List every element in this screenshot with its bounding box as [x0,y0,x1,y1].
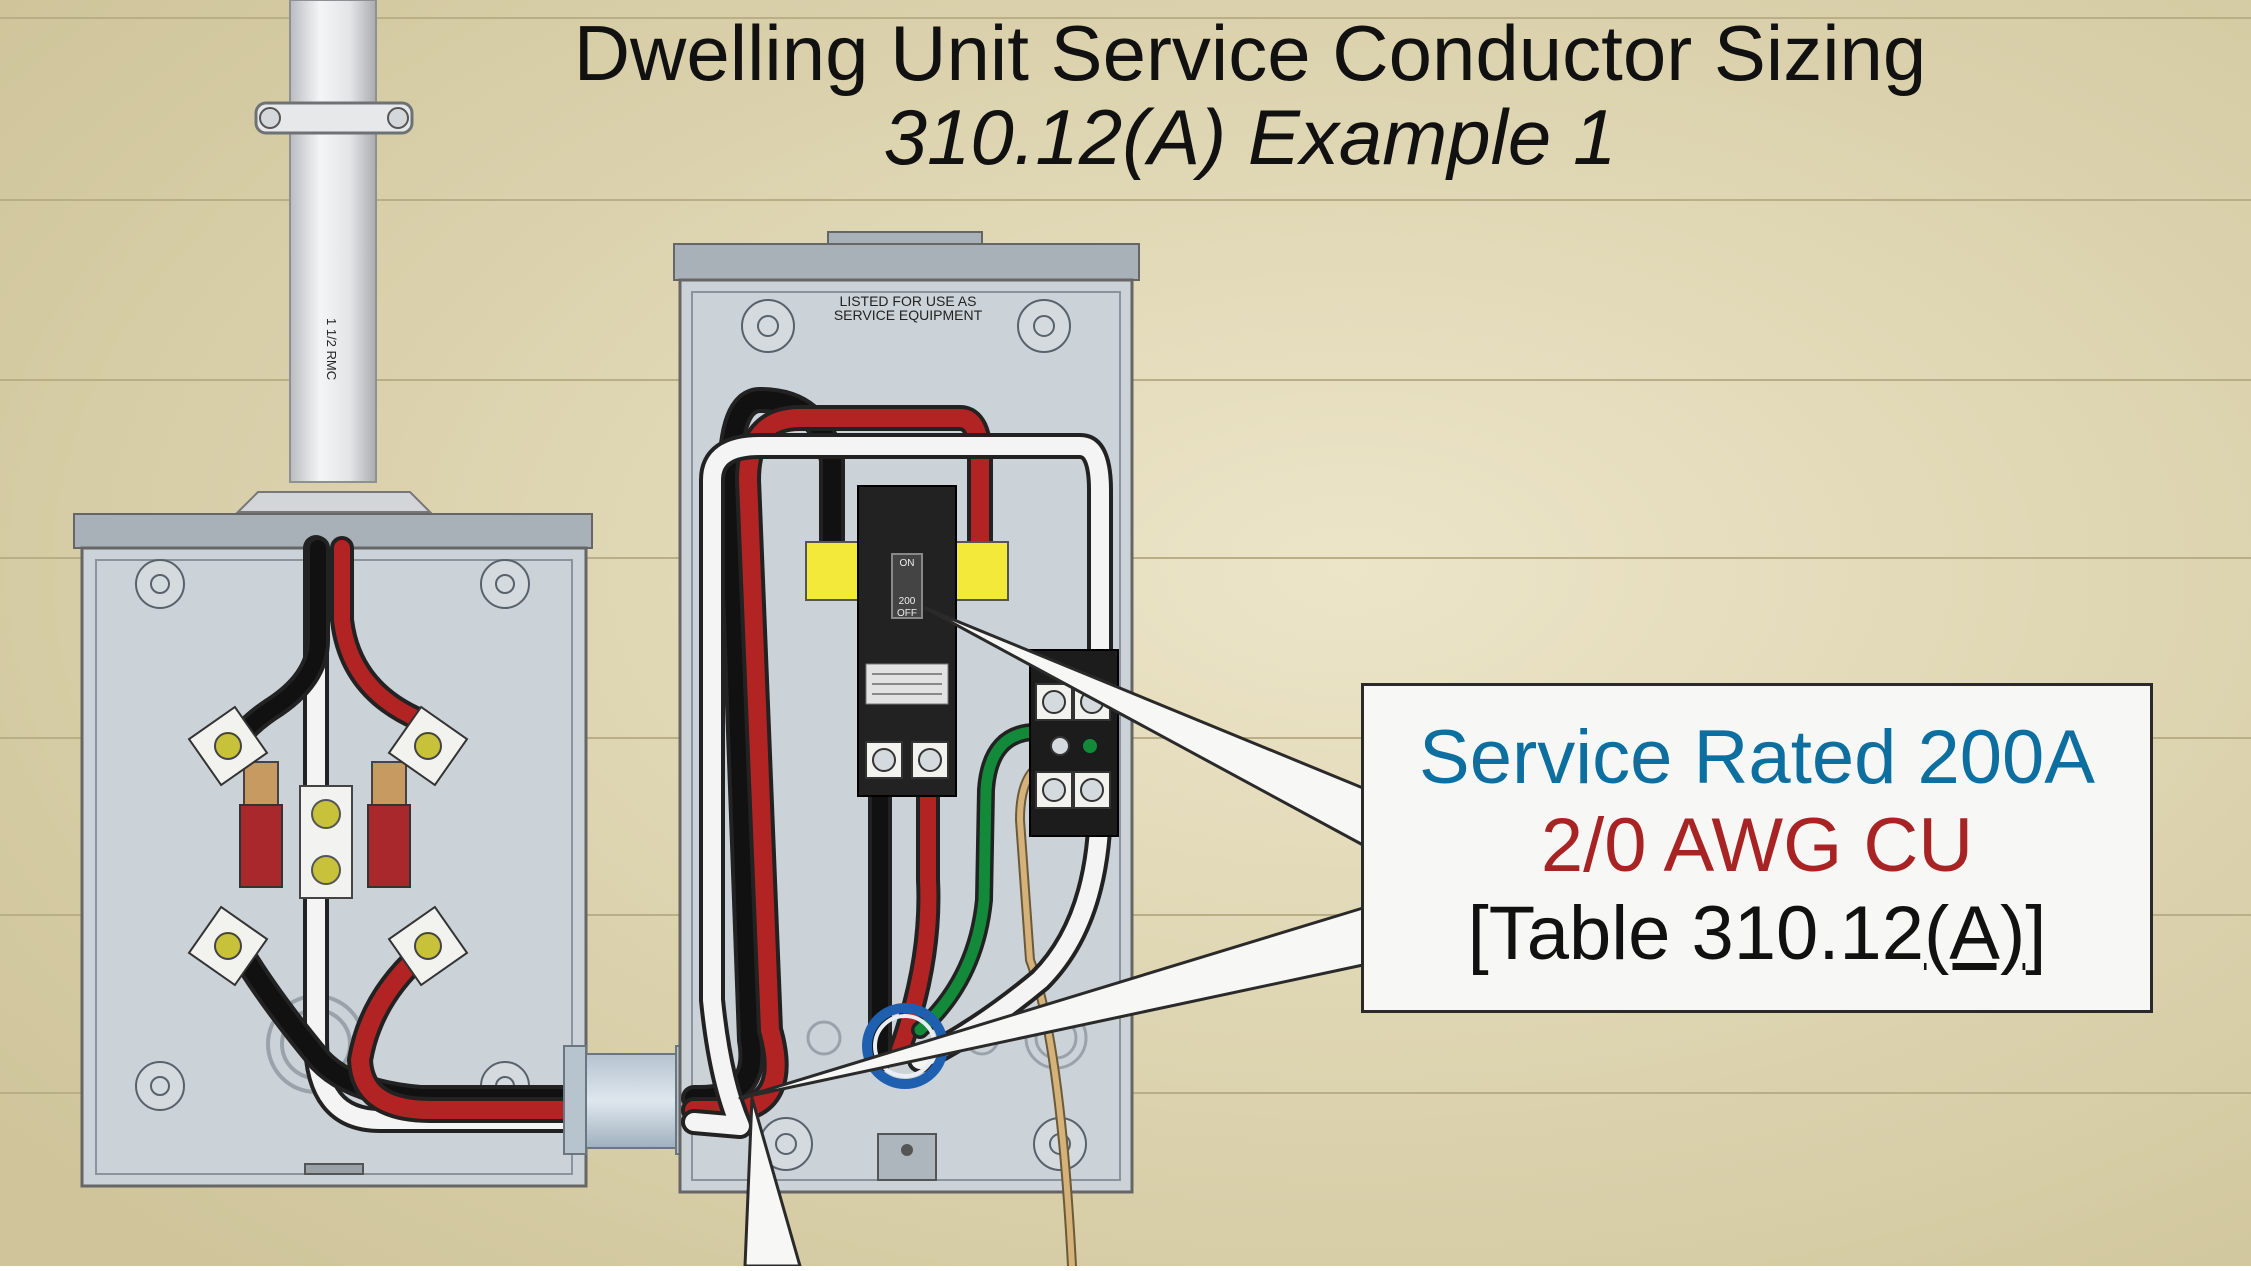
breaker-rating: 200 [899,596,916,607]
meter-wiring [226,535,593,1133]
rmc-conduit: 1 1/2 RMC [235,0,433,513]
callout-box: Service Rated 200A 2/0 AWG CU [Table 310… [1361,683,2153,1013]
diagram-title: Dwelling Unit Service Conductor Sizing [573,9,1927,97]
panel-label-line2: SERVICE EQUIPMENT [834,307,983,323]
breaker-on-label: ON [900,558,915,569]
conduit-label: 1 1/2 RMC [324,318,339,380]
main-breaker: ON 200 OFF [805,485,1009,797]
panel-label-line1: LISTED FOR USE AS [840,293,977,309]
callout-reference-section: (A) [1923,891,2026,976]
callout-conductor: 2/0 AWG CU [1540,803,1974,888]
callout-reference-suffix: ] [2025,891,2047,976]
breaker-off-label: OFF [897,608,917,619]
diagram-subtitle: 310.12(A) Example 1 [883,93,1617,181]
meter-socket [187,705,469,987]
callout-reference: [Table 310.12(A)] [1364,890,2150,978]
callout-rating: Service Rated 200A [1419,715,2095,800]
callout-reference-prefix: [Table 310.12 [1467,891,1924,976]
conduit-nipple [563,1045,699,1155]
